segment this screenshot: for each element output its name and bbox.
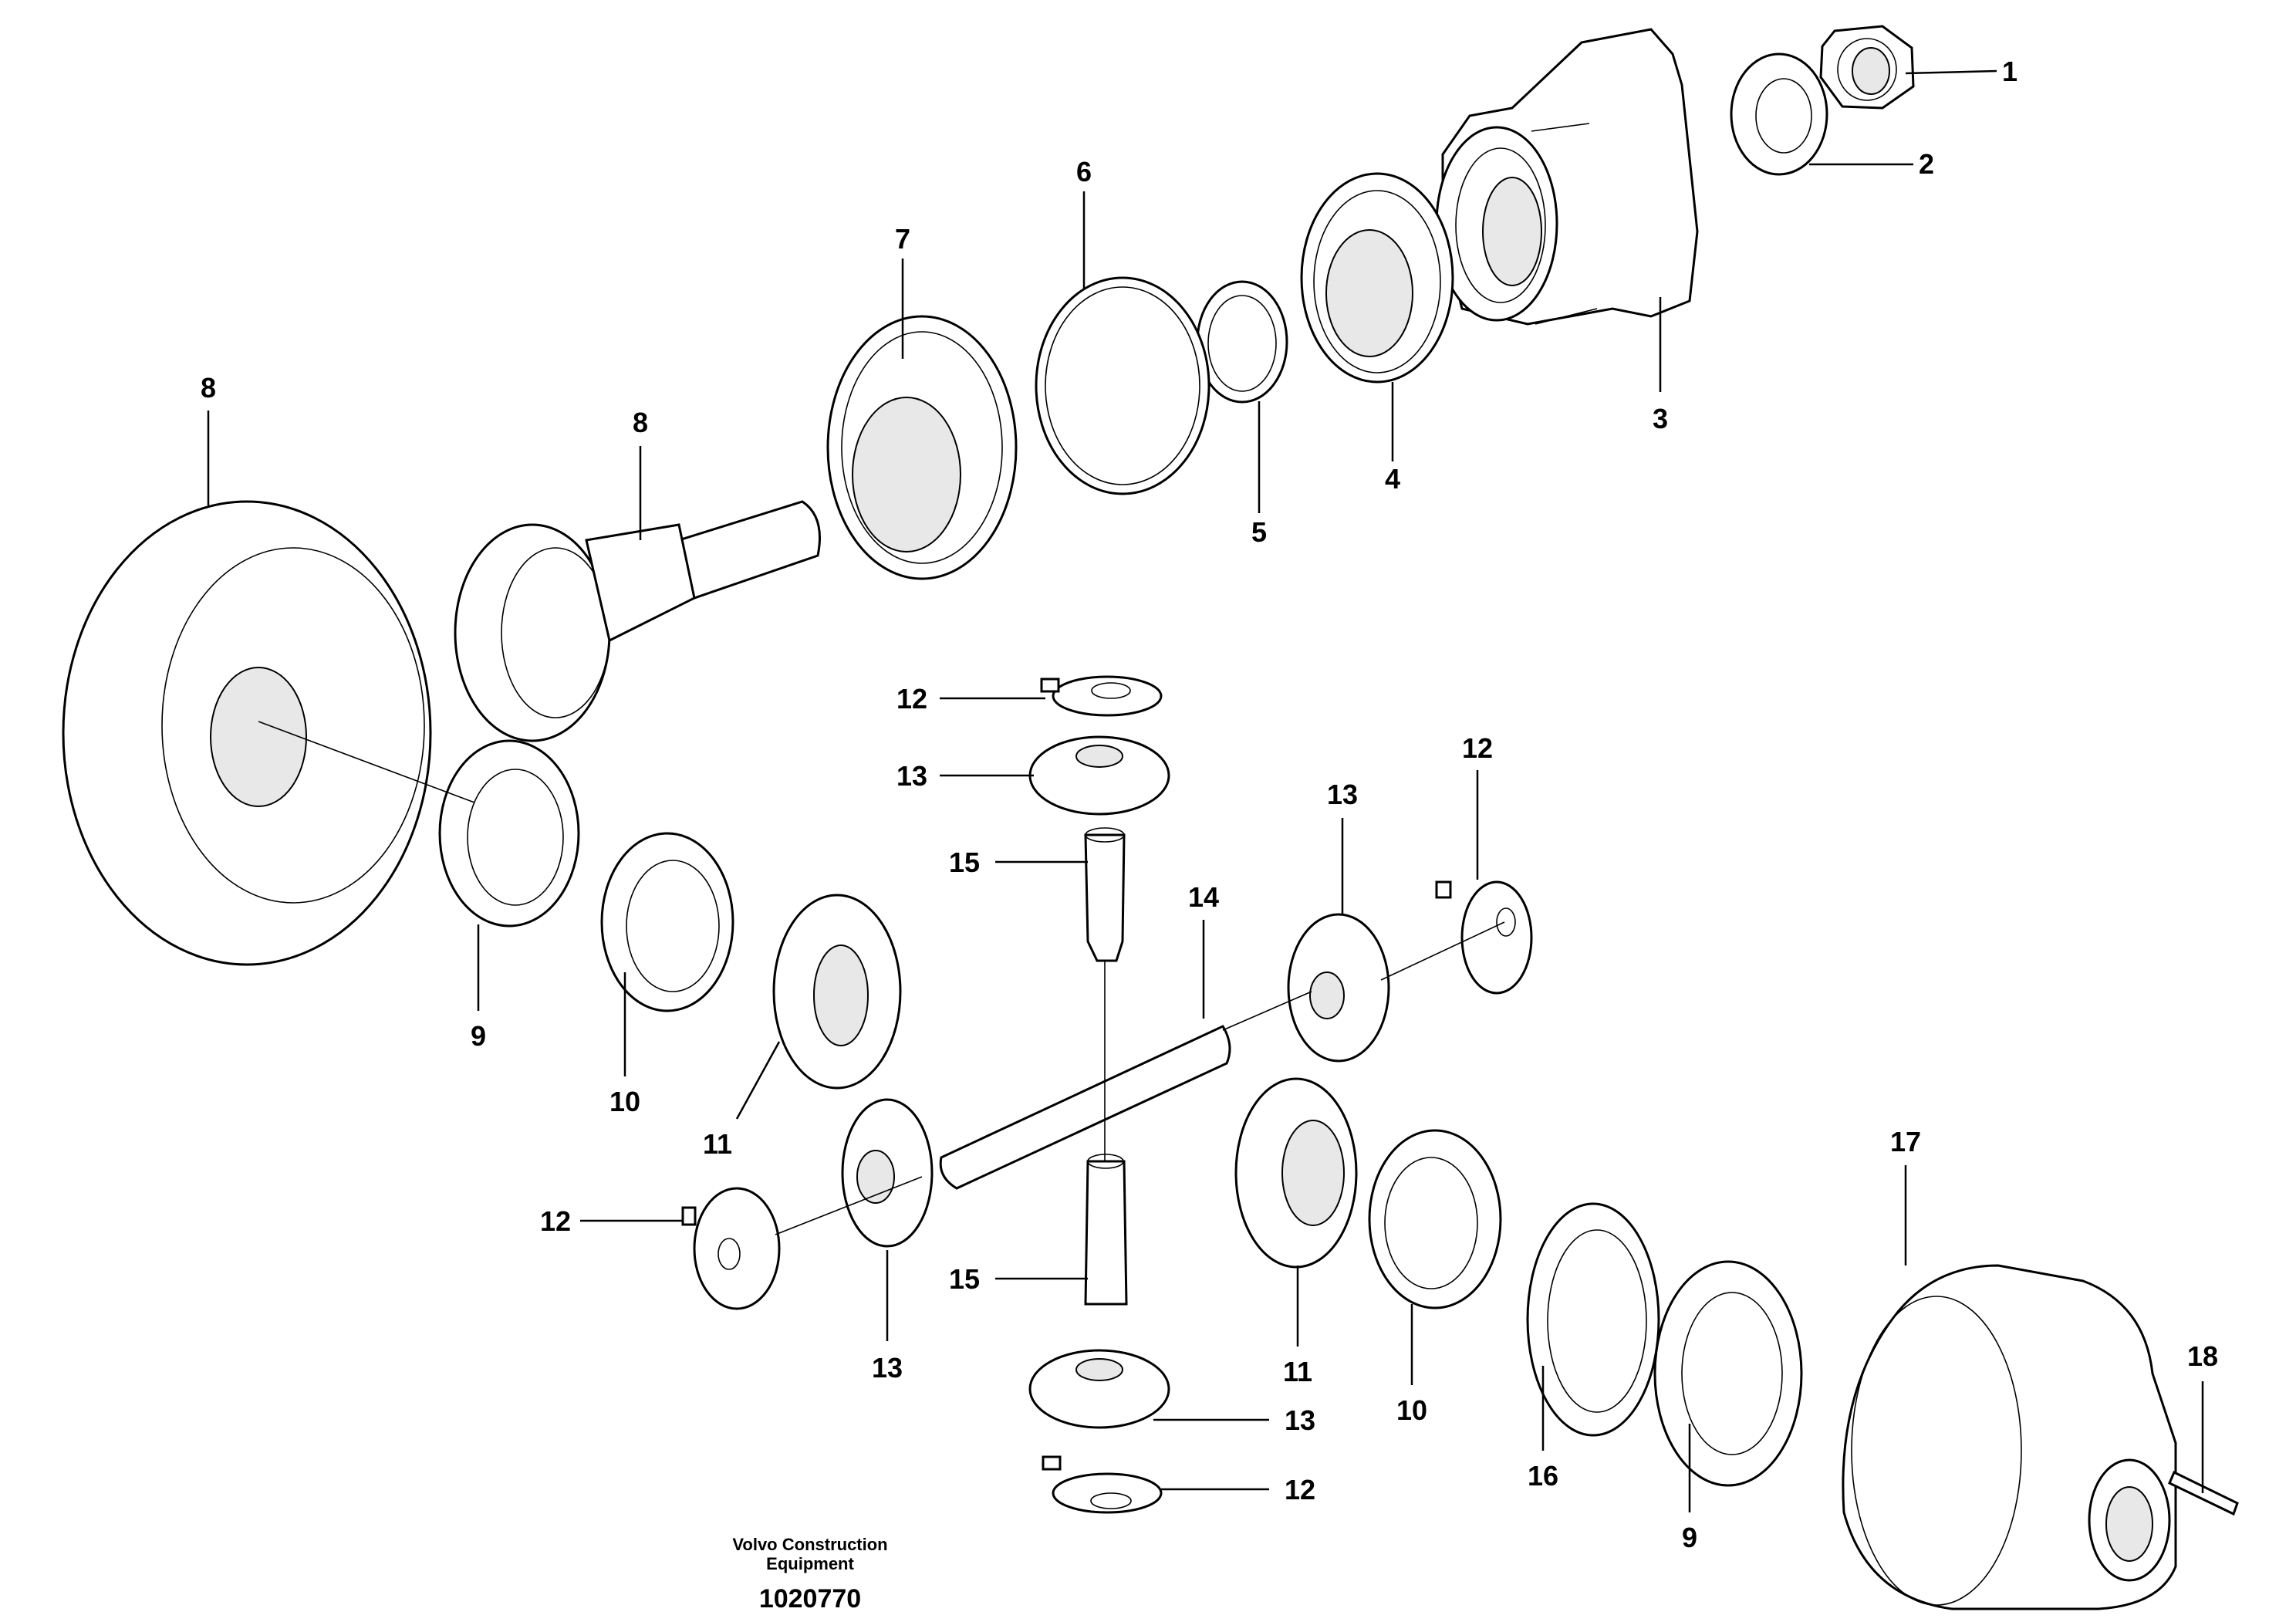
callout-10-right: 10 [1396, 1394, 1427, 1426]
callout-16: 16 [1528, 1460, 1558, 1492]
bearing-part [1300, 172, 1454, 384]
planet-gear-right-part [1287, 913, 1390, 1063]
callout-8-pinion: 8 [633, 407, 648, 438]
ring-part [1196, 280, 1288, 404]
cross-shaft-part [939, 1025, 1231, 1190]
shim-part [1526, 1202, 1660, 1437]
callout-12-right: 12 [1462, 732, 1493, 764]
thrust-washer-right-part [1653, 1260, 1803, 1487]
callout-12-bottom: 12 [1285, 1474, 1315, 1505]
pin-top-part [1084, 827, 1126, 962]
callout-9-right: 9 [1682, 1522, 1697, 1553]
planet-gear-bottom-part [1028, 1349, 1170, 1429]
side-gear-right-part [1234, 1077, 1358, 1269]
callout-8-crown: 8 [201, 372, 216, 404]
callout-12-left: 12 [540, 1205, 571, 1237]
nut-part [1819, 25, 1915, 110]
washer-part [1730, 52, 1828, 176]
callout-5: 5 [1251, 516, 1267, 548]
planet-gear-left-part [841, 1098, 934, 1248]
callout-13-top: 13 [896, 760, 927, 792]
tab-washer-top-part [1040, 675, 1163, 717]
callout-7: 7 [895, 223, 910, 255]
pin-bottom-part [1084, 1154, 1128, 1306]
o-ring-part [1035, 276, 1210, 495]
callout-1: 1 [2002, 56, 2017, 87]
tab-washer-bottom-part [1042, 1455, 1163, 1514]
callout-17: 17 [1890, 1126, 1921, 1157]
differential-housing-part [1842, 1264, 2177, 1610]
tab-washer-right-part-2 [1368, 1129, 1502, 1309]
callout-9-left: 9 [471, 1020, 486, 1052]
pinion-shaft-part [454, 500, 821, 742]
leader-lines [207, 69, 2204, 1512]
company-name-line1: Volvo Construction [732, 1535, 887, 1554]
company-name-line2: Equipment [766, 1554, 854, 1573]
thrust-washer-left-part [438, 739, 580, 928]
crown-wheel-part [62, 500, 432, 966]
callout-13-bottom: 13 [1285, 1404, 1315, 1436]
callout-15-bottom: 15 [949, 1263, 980, 1295]
callout-14: 14 [1188, 881, 1219, 913]
callout-labels: 1 2 3 4 5 6 7 8 8 9 10 11 12 13 15 14 13… [201, 56, 2218, 1553]
callout-13-left: 13 [872, 1352, 903, 1384]
callout-3: 3 [1653, 403, 1668, 434]
callout-4: 4 [1385, 463, 1400, 495]
drawing-caption: Volvo Construction Equipment 1020770 [732, 1535, 887, 1614]
drawing-number: 1020770 [759, 1584, 861, 1614]
callout-10-left: 10 [609, 1086, 640, 1117]
callout-13-right: 13 [1327, 779, 1358, 810]
callout-15-top: 15 [949, 846, 980, 878]
side-gear-left-part [772, 894, 902, 1090]
callout-18: 18 [2187, 1340, 2218, 1372]
tab-washer-left-lower-part [681, 1187, 781, 1310]
roller-bearing-part [826, 315, 1018, 580]
callout-2: 2 [1919, 148, 1934, 180]
planet-gear-top-part [1028, 735, 1170, 816]
callout-11-left: 11 [703, 1128, 732, 1160]
callout-6: 6 [1076, 156, 1092, 188]
flange-part [1435, 28, 1699, 326]
tab-washer-left-part [600, 832, 734, 1012]
callout-11-right: 11 [1283, 1356, 1312, 1387]
callout-12-top: 12 [896, 683, 927, 715]
tab-washer-right-part [1435, 880, 1533, 995]
